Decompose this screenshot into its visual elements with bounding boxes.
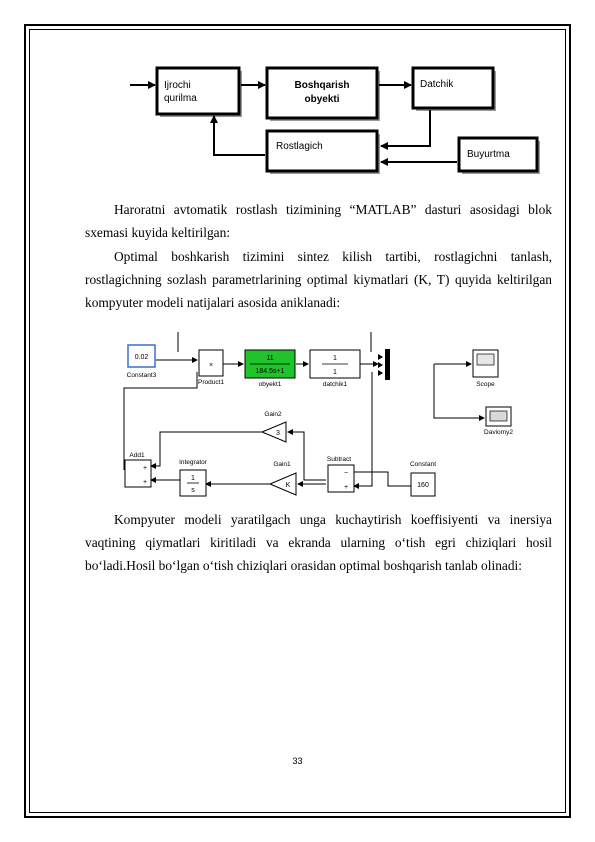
sensor-to-subtract [353,372,373,489]
gain1-value: K [286,482,291,489]
subtract-label: Subtract [327,456,351,463]
page-border-inner [29,29,566,813]
datchik-denominator: 1 [333,369,337,376]
integrator-denominator: s [191,487,195,494]
constant3-label: Constant3 [127,372,157,379]
paragraph-1: Haroratni avtomatik rostlash tizimining … [85,202,552,240]
product-label: Product1 [198,379,224,386]
subtract-block[interactable] [327,464,355,493]
ijrochi-label-2: qurilma [164,93,197,104]
page-border-outer [24,24,571,818]
subtract-minus: − [344,470,348,477]
subtract-plus: + [344,484,348,491]
datchik-feedback-arrow [380,110,431,150]
add-plus-2: + [143,479,147,486]
integrator-label: Integrator [179,459,208,466]
object-label-1: Boshqarish [294,80,349,91]
gain2-to-add [150,431,262,469]
gain1-label: Gain1 [273,461,291,468]
buyurtma-block [457,136,539,173]
paragraph-3: Kompyuter modeli yaratilgach unga kuchay… [85,512,552,573]
constant3-block[interactable] [127,344,156,368]
to-display-line [433,364,485,421]
gain2-value: 3 [276,430,280,437]
gain2-label: Gain2 [264,411,282,418]
datchik-sim-label: datchik1 [323,381,348,388]
mux-block[interactable] [385,349,390,380]
mux-input-arrows [378,354,383,376]
rostlagich-block [265,129,379,173]
product-block[interactable] [198,349,224,377]
subtract-to-gain2 [287,429,326,481]
obyekt-denominator: 184.5s+1 [256,368,285,375]
product-symbol: × [209,362,213,369]
rostlagich-to-ijrochi-arrow [210,115,265,156]
add-plus-1: + [143,465,147,472]
datchik-numerator: 1 [333,355,337,362]
gain1-block[interactable] [268,472,297,496]
boshqarish-obyekti-block [265,66,379,120]
page-number: 33 [292,756,303,766]
rostlagich-label: Rostlagich [276,141,323,152]
add-label: Add1 [129,452,145,459]
scope-screen-icon [476,353,495,366]
ijrochi-label-1: Ijrochi [164,80,191,91]
scope-label: Scope [476,381,495,388]
obyekt-numerator: 11 [266,355,273,362]
constant-label: Constant [410,461,436,468]
integrator-numerator: 1 [191,475,195,482]
object-label-2: obyekti [304,94,339,105]
datchik-block [411,66,495,110]
display-screen-icon [489,410,508,422]
datchik-label: Datchik [420,79,454,90]
constant-value: 160 [417,482,429,489]
constant-to-subtract [354,471,411,487]
paragraph-2: Optimal boshkarish tizimini sintez kilis… [85,249,552,310]
constant3-value: 0.02 [135,354,149,361]
add-block[interactable] [124,459,152,488]
obyekt-label: obyekt1 [259,381,282,388]
ijrochi-qurilma-block [155,66,241,116]
display-label: Daviomy2 [484,429,513,436]
constant-block[interactable] [410,472,436,497]
buyurtma-label: Buyurtma [467,149,510,160]
gain2-block[interactable] [260,421,287,443]
add-to-product-line [123,372,198,470]
